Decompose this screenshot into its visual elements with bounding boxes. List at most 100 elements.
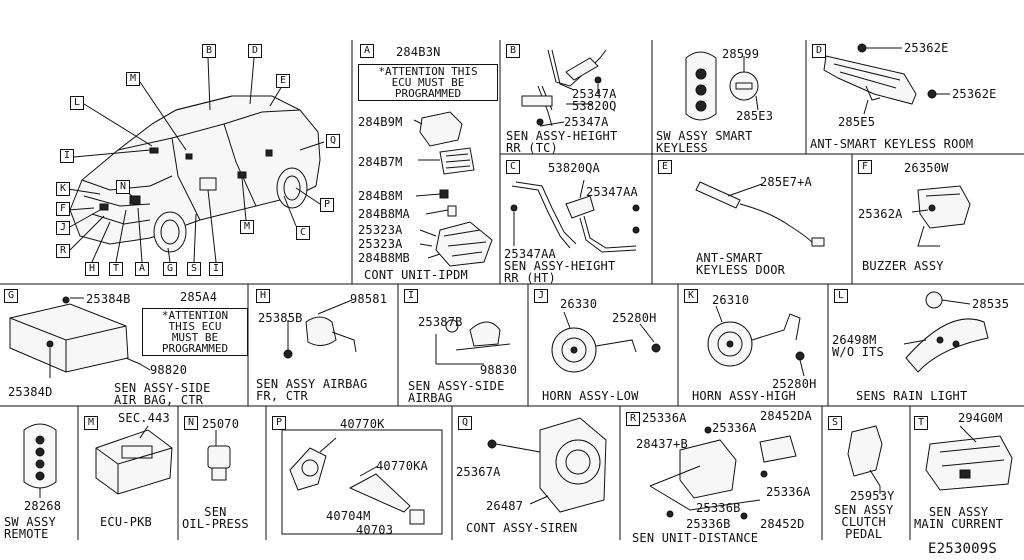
part-28599[interactable]: 28599 (722, 47, 760, 61)
panel-k-title: HORN ASSY-HIGH (692, 389, 796, 403)
panel-t-drawing (925, 425, 1013, 491)
part-25070[interactable]: 25070 (202, 417, 240, 431)
part-98820[interactable]: 98820 (150, 363, 188, 377)
panel-h-letter: H (256, 289, 270, 303)
panel-c-drawing (510, 179, 640, 253)
part-25280h-2[interactable]: 25280H (772, 377, 817, 391)
panel-d-title: ANT-SMART KEYLESS ROOM (810, 137, 974, 151)
part-28437b[interactable]: 28437+B (636, 437, 688, 451)
part-53820q[interactable]: 53820Q (572, 99, 617, 113)
callout-c[interactable]: C (296, 226, 310, 240)
part-26498m[interactable]: 26498M (832, 333, 877, 347)
part-28452d[interactable]: 28452D (760, 517, 805, 531)
panel-a-letter: A (360, 44, 374, 58)
part-25387b[interactable]: 25387B (418, 315, 463, 329)
part-40770ka[interactable]: 40770KA (376, 459, 428, 473)
panel-l-title: SENS RAIN LIGHT (856, 389, 968, 403)
callout-m-top[interactable]: M (126, 72, 140, 86)
callout-b[interactable]: B (202, 44, 216, 58)
panel-j-letter: J (534, 289, 548, 303)
part-284b9m[interactable]: 284B9M (358, 115, 403, 129)
callout-r[interactable]: R (56, 244, 70, 258)
part-25347aa-2[interactable]: 25347AA (504, 247, 556, 261)
panel-p-letter: P (272, 416, 286, 430)
callout-s[interactable]: S (187, 262, 201, 276)
part-25336b-2[interactable]: 25336B (686, 517, 731, 531)
part-284b8m[interactable]: 284B8M (358, 189, 403, 203)
callout-a[interactable]: A (135, 262, 149, 276)
part-28268[interactable]: 28268 (24, 499, 62, 513)
panel-f-title: BUZZER ASSY (862, 259, 944, 273)
part-25347a-1[interactable]: 25347A (572, 87, 617, 101)
part-40770k[interactable]: 40770K (340, 417, 385, 431)
part-25384d[interactable]: 25384D (8, 385, 53, 399)
part-25336a-2[interactable]: 25336A (712, 421, 757, 435)
panel-e-letter: E (658, 160, 672, 174)
part-25323a-2[interactable]: 25323A (358, 237, 403, 251)
callout-h[interactable]: H (85, 262, 99, 276)
diagram-code: E253009S (928, 541, 998, 557)
part-sec-443[interactable]: SEC.443 (118, 411, 170, 425)
part-25347a-2[interactable]: 25347A (564, 115, 609, 129)
panel-b-title: SEN ASSY-HEIGHT RR (TC) (506, 129, 618, 155)
part-26310[interactable]: 26310 (712, 293, 750, 307)
callout-q[interactable]: Q (326, 134, 340, 148)
panel-r-title: SEN UNIT-DISTANCE (632, 531, 759, 545)
part-285e3[interactable]: 285E3 (736, 109, 774, 123)
callout-l[interactable]: L (70, 96, 84, 110)
part-25385b[interactable]: 25385B (258, 311, 303, 325)
callout-e[interactable]: E (276, 74, 290, 88)
callout-j[interactable]: J (56, 221, 70, 235)
part-26330[interactable]: 26330 (560, 297, 598, 311)
part-53820qa[interactable]: 53820QA (548, 161, 600, 175)
panel-f-letter: F (858, 160, 872, 174)
part-25384b[interactable]: 25384B (86, 292, 131, 306)
part-285a4[interactable]: 285A4 (180, 290, 218, 304)
part-98830[interactable]: 98830 (480, 363, 518, 377)
part-25347aa-1[interactable]: 25347AA (586, 185, 638, 199)
part-25362e-2[interactable]: 25362E (952, 87, 997, 101)
callout-t[interactable]: T (109, 262, 123, 276)
callout-m-door[interactable]: M (240, 220, 254, 234)
panel-h-title: SEN ASSY AIRBAG FR, CTR (256, 377, 368, 403)
callout-i-bottom[interactable]: I (209, 262, 223, 276)
part-26487[interactable]: 26487 (486, 499, 524, 513)
callout-d[interactable]: D (248, 44, 262, 58)
callout-k[interactable]: K (56, 182, 70, 196)
part-25953y[interactable]: 25953Y (850, 489, 895, 503)
part-25367a[interactable]: 25367A (456, 465, 501, 479)
part-25336a-1[interactable]: 25336A (642, 411, 687, 425)
panel-i-title: SEN ASSY-SIDE AIRBAG (408, 379, 505, 405)
part-285e7a[interactable]: 285E7+A (760, 175, 812, 189)
panel-n-drawing (207, 430, 231, 481)
part-25323a-1[interactable]: 25323A (358, 223, 403, 237)
part-25336a-3[interactable]: 25336A (766, 485, 811, 499)
part-284b7m[interactable]: 284B7M (358, 155, 403, 169)
part-284b8mb[interactable]: 284B8MB (358, 251, 410, 265)
part-40704m[interactable]: 40704M (326, 509, 371, 523)
part-25362a[interactable]: 25362A (858, 207, 903, 221)
part-28535[interactable]: 28535 (972, 297, 1010, 311)
part-284b3n[interactable]: 284B3N (396, 45, 441, 59)
panel-sw-remote-title: SW ASSY REMOTE (4, 515, 56, 541)
part-294g0m[interactable]: 294G0M (958, 411, 1003, 425)
part-98581[interactable]: 98581 (350, 292, 388, 306)
part-284b8ma[interactable]: 284B8MA (358, 207, 410, 221)
panel-h-drawing (283, 299, 357, 359)
callout-f[interactable]: F (56, 202, 70, 216)
panel-e-title: ANT-SMART KEYLESS DOOR (696, 251, 786, 277)
callout-p[interactable]: P (320, 198, 334, 212)
panel-k-drawing (707, 305, 805, 377)
callout-g[interactable]: G (163, 262, 177, 276)
panel-c-title: SEN ASSY-HEIGHT RR (HT) (504, 259, 616, 285)
part-26350w[interactable]: 26350W (904, 161, 949, 175)
panel-a-attention-note: *ATTENTION THIS ECU MUST BE PROGRAMMED (358, 64, 498, 101)
part-25280h-1[interactable]: 25280H (612, 311, 657, 325)
callout-n[interactable]: N (116, 180, 130, 194)
part-285e5[interactable]: 285E5 (838, 115, 876, 129)
part-28452da[interactable]: 28452DA (760, 409, 812, 423)
part-40703[interactable]: 40703 (356, 523, 394, 537)
part-25362e-1[interactable]: 25362E (904, 41, 949, 55)
callout-i-left[interactable]: I (60, 149, 74, 163)
part-25336b-1[interactable]: 25336B (696, 501, 741, 515)
